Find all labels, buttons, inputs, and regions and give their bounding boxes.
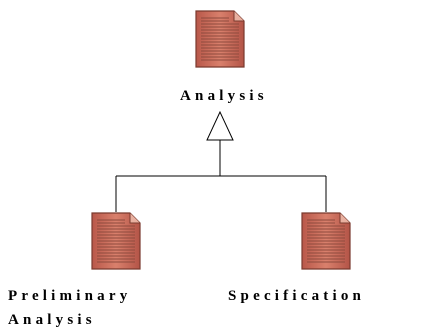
- node-label-specification: Specification: [228, 288, 366, 304]
- node-label-preliminary-line1: Preliminary: [8, 288, 132, 304]
- node-label-analysis: Analysis: [180, 88, 268, 104]
- document-icon: [91, 212, 141, 270]
- generalization-arrowhead: [206, 110, 234, 141]
- document-icon: [301, 212, 351, 270]
- document-icon: [195, 10, 245, 68]
- node-label-preliminary-line2: Analysis: [8, 312, 96, 328]
